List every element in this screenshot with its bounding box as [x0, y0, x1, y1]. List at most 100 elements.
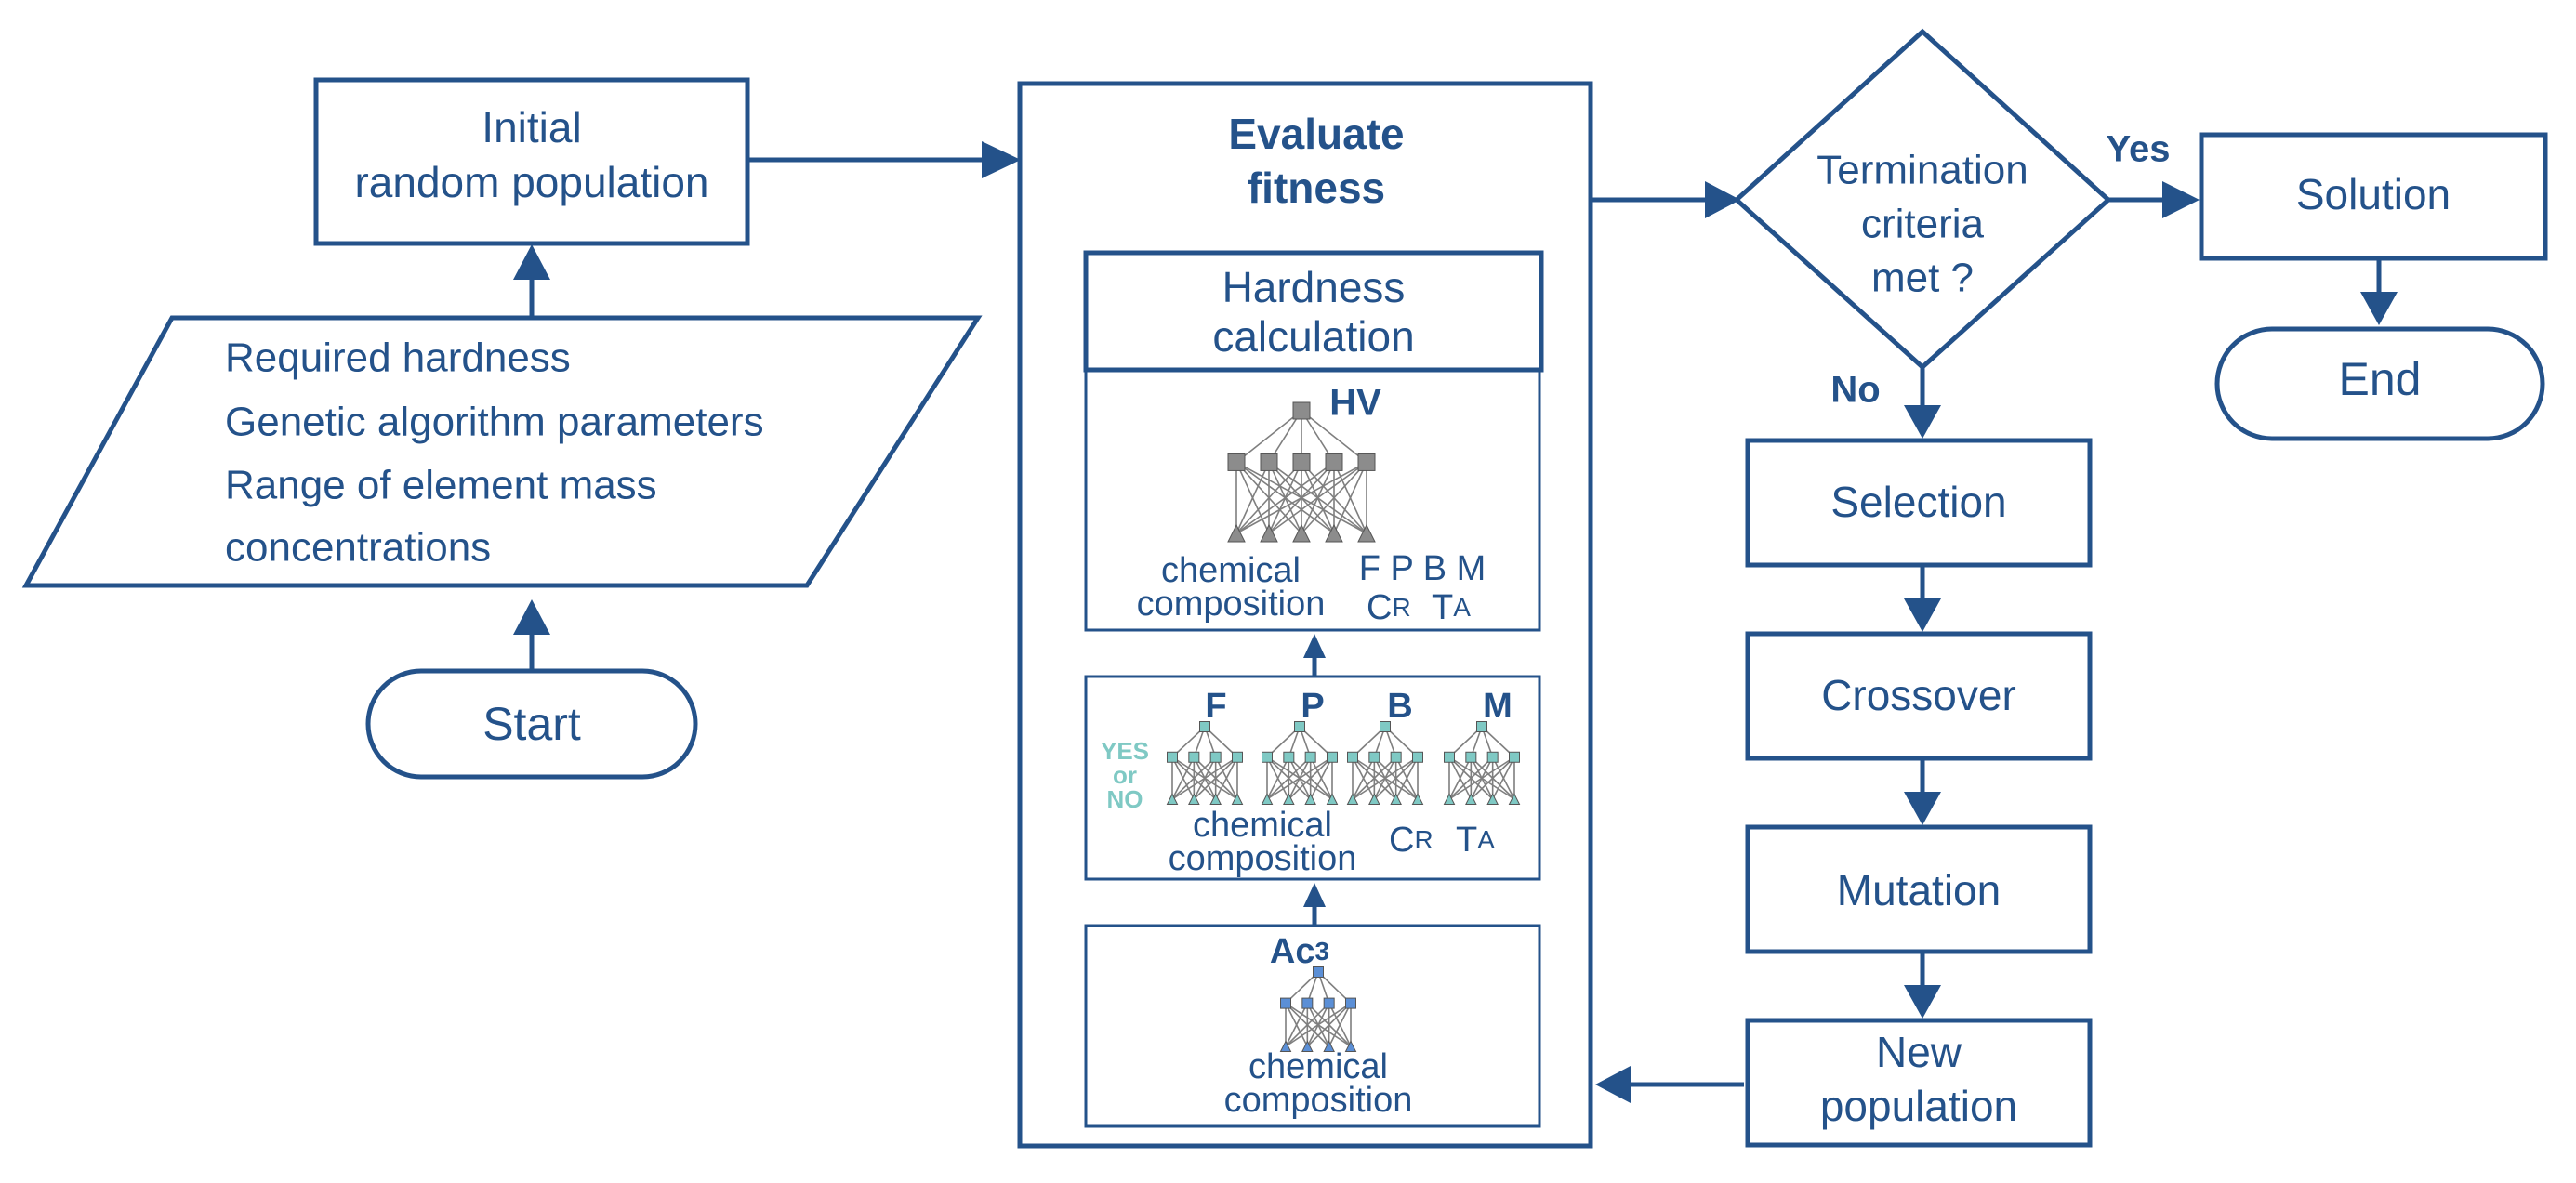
nn-input-node — [1346, 793, 1359, 805]
hv-input-right-1: F P B M — [1359, 549, 1486, 588]
nn-hidden-node — [1325, 453, 1343, 471]
arrowhead-icon — [513, 244, 550, 280]
nn-edge — [1470, 756, 1515, 800]
input-line-2: Genetic algorithm parameters — [225, 400, 764, 445]
arrowhead-icon — [1705, 181, 1740, 218]
nn-hidden-node — [1260, 453, 1278, 471]
hardness-calculation-line-2: calculation — [1212, 312, 1414, 361]
nn-edge — [1193, 756, 1238, 800]
nn-input-node — [1166, 793, 1179, 805]
nn-input-node — [1508, 793, 1521, 805]
phase-input-left-2: composition — [1169, 839, 1357, 878]
phase-label-m: M — [1483, 687, 1513, 726]
hv-neural-network-icon — [1227, 401, 1376, 543]
nn-input-node — [1261, 793, 1274, 805]
phase-label-p: P — [1301, 687, 1324, 726]
crossover-box: Crossover — [1745, 631, 2093, 761]
nn-hidden-node — [1232, 751, 1243, 763]
input-parameters: Required hardness Genetic algorithm para… — [21, 315, 983, 588]
arrowhead-icon — [1595, 1066, 1631, 1103]
evaluate-fitness-line-1: Evaluate — [1228, 110, 1404, 158]
nn-input-node — [1368, 793, 1380, 805]
nn-edge — [1235, 461, 1335, 534]
nn-input-node — [1323, 1040, 1335, 1052]
nn-hidden-node — [1227, 453, 1246, 471]
nn-edge — [1285, 1003, 1330, 1047]
termination-decision: Termination criteria met ? — [1733, 28, 2112, 371]
nn-input-node — [1443, 793, 1456, 805]
nn-output-node — [1292, 401, 1311, 420]
hardness-calculation-line-1: Hardness — [1222, 263, 1406, 311]
termination-line-1: Termination — [1816, 148, 2028, 193]
nn-edge — [1171, 756, 1217, 800]
nn-hidden-node — [1347, 751, 1358, 763]
nn-edge — [1328, 1003, 1352, 1047]
arrowhead-icon — [2162, 181, 2200, 218]
input-line-4: concentrations — [225, 525, 491, 571]
nn-hidden-node — [1304, 751, 1316, 763]
evaluate-fitness-box: Evaluate fitness Hardness calculation HV… — [1017, 81, 1593, 1149]
new-population-line-1: New — [1876, 1028, 1962, 1076]
phase-input-cr: CR — [1389, 821, 1433, 860]
nn-edge — [1333, 462, 1367, 534]
hardness-calculation-box — [1083, 250, 1544, 373]
input-line-1: Required hardness — [225, 335, 571, 381]
nn-edge — [1235, 462, 1270, 534]
hv-label: HV — [1329, 383, 1381, 424]
nn-edge — [1266, 756, 1333, 800]
nn-edge — [1448, 756, 1473, 800]
hv-model-panel — [1084, 368, 1541, 632]
nn-edge — [1352, 756, 1397, 800]
selection-box: Selection — [1745, 438, 2093, 568]
arrowhead-icon — [1303, 883, 1326, 907]
nn-hidden-node — [1327, 751, 1338, 763]
nn-input-node — [1465, 793, 1477, 805]
initial-population-box: Initial random population — [313, 77, 750, 246]
nn-input-node — [1227, 523, 1246, 543]
nn-hidden-node — [1188, 751, 1200, 763]
end-label: End — [2339, 353, 2422, 405]
connectors — [513, 141, 2398, 1103]
ac3-input-1: chemical — [1248, 1047, 1388, 1086]
nn-input-node — [1301, 1040, 1314, 1052]
nn-hidden-node — [1390, 751, 1402, 763]
nn-hidden-node — [1283, 751, 1295, 763]
nn-edge — [1285, 1003, 1309, 1047]
nn-edge — [1288, 756, 1333, 800]
solution-label: Solution — [2296, 170, 2451, 218]
nn-output-node — [1313, 966, 1324, 978]
nn-edge — [1235, 461, 1302, 534]
nn-edge — [1171, 756, 1238, 800]
arrowhead-icon — [1904, 792, 1941, 825]
nn-hidden-node — [1368, 751, 1380, 763]
nn-edge — [1448, 756, 1515, 800]
nn-hidden-node — [1444, 751, 1455, 763]
arrowhead-icon — [1904, 985, 1941, 1019]
nn-edge — [1352, 756, 1419, 800]
nn-hidden-node — [1357, 453, 1376, 471]
new-population-box: New population — [1745, 1018, 2093, 1148]
initial-population-line-2: random population — [354, 158, 708, 206]
nn-output-node — [1380, 721, 1391, 732]
phase-neural-networks-icon — [1166, 721, 1521, 805]
phase-model-panel — [1084, 675, 1541, 881]
start-terminator: Start — [365, 668, 698, 780]
nn-edge — [1373, 756, 1419, 800]
arrowhead-icon — [982, 141, 1021, 178]
hv-input-cr: CR — [1367, 588, 1411, 627]
nn-output-node — [1476, 721, 1487, 732]
nn-edge — [1301, 410, 1367, 464]
nn-input-node — [1260, 523, 1278, 543]
crossover-label: Crossover — [1821, 671, 2016, 719]
nn-edge — [1285, 1002, 1352, 1047]
ac3-model-panel — [1084, 924, 1541, 1128]
nn-input-node — [1390, 793, 1402, 805]
nn-hidden-node — [1509, 751, 1520, 763]
nn-hidden-node — [1486, 751, 1499, 763]
no-label: No — [1830, 370, 1880, 411]
hv-input-ta: TA — [1432, 588, 1471, 627]
nn-edge — [1268, 461, 1367, 534]
nn-edge — [1171, 756, 1196, 800]
termination-line-2: criteria — [1861, 202, 1985, 247]
